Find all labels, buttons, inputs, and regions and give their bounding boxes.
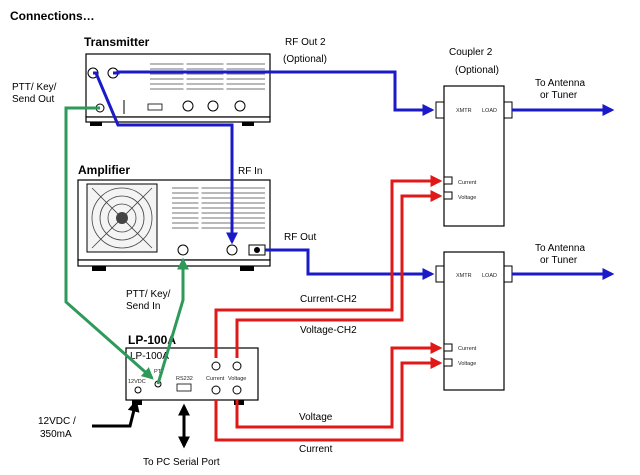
coupler-top-xmtr-label: XMTR (456, 108, 472, 114)
coupler-bottom-xmtr-label: XMTR (456, 273, 472, 279)
label-antenna-top: To Antenna (535, 78, 585, 89)
lp100a-ptt-label: PTT (154, 369, 165, 375)
amplifier-rf-in-jack (226, 244, 238, 256)
transmitter-knob-3 (234, 100, 246, 112)
amplifier-vents (172, 186, 265, 230)
label-current: Current (299, 444, 333, 455)
amplifier-foot-right (240, 266, 254, 271)
transmitter-knob-2 (207, 100, 219, 112)
coupler-top-load-connector (503, 101, 513, 119)
lp100a-current-ch2-jack (211, 361, 221, 371)
lp100a-dc-jack (134, 386, 142, 394)
cable-current (214, 357, 443, 442)
coupler-top-body (443, 85, 505, 227)
cable-current-ch2 (214, 175, 443, 358)
lp100a-voltage-ch2-jack (232, 361, 242, 371)
label-ptt-out-2: Send Out (12, 94, 54, 105)
cable-amp-rf-out (265, 248, 435, 280)
coupler-top-xmtr-connector (435, 101, 445, 119)
ptt-cables (64, 106, 189, 385)
cable-rf-out2 (113, 70, 435, 116)
coupler-bottom-current-jack (443, 343, 453, 352)
label-rf-out: RF Out (284, 232, 316, 243)
lp100a-current-label: Current (206, 376, 225, 382)
coupler-bottom-xmtr-connector (435, 265, 445, 283)
lp100a-panel-label: LP-100A (130, 351, 169, 362)
cable-ptt-in (156, 257, 189, 385)
label-voltage-ch2: Voltage-CH2 (300, 325, 357, 336)
lp100a-current-jack (211, 385, 221, 395)
label-rf-in: RF In (238, 166, 262, 177)
label-coupler2-optional: (Optional) (455, 65, 499, 76)
label-rf-out2: RF Out 2 (285, 37, 326, 48)
label-antenna-bottom: To Antenna (535, 243, 585, 254)
cable-ptt-out (64, 106, 154, 380)
label-voltage: Voltage (299, 412, 333, 423)
lp100a-dc-label: 12VDC (128, 379, 146, 385)
coupler-top-current-label: Current (458, 180, 477, 186)
transmitter-vents (150, 62, 265, 92)
transmitter-foot-right (242, 122, 254, 126)
coupler-bottom-current-label: Current (458, 346, 477, 352)
cable-power (92, 399, 140, 428)
coupler-bottom-load-connector (503, 265, 513, 283)
amplifier-ptt-jack (177, 244, 189, 256)
label-serial: To PC Serial Port (143, 457, 220, 468)
sense-cables (214, 175, 443, 442)
lp100a-voltage-label: Voltage (228, 376, 246, 382)
label-power-2: 350mA (40, 429, 72, 440)
transmitter: Transmitter (84, 35, 271, 126)
label-ptt-out: PTT/ Key/ (12, 82, 57, 93)
rf-cables (93, 70, 615, 280)
cable-voltage-ch2 (235, 190, 443, 358)
cable-rf-to-amp (93, 71, 238, 245)
amplifier-label: Amplifier (78, 163, 130, 177)
coupler-top-current-jack (443, 176, 453, 185)
label-antenna-top-2: or Tuner (540, 90, 578, 101)
fan-grille (86, 183, 158, 253)
transmitter-base (85, 116, 271, 123)
lp100a-voltage-jack (232, 385, 242, 395)
coupler-bottom-body (443, 251, 505, 391)
lp100a-rs232-label: RS232 (176, 376, 193, 382)
label-rf-out2-optional: (Optional) (283, 54, 327, 65)
coupler-top-voltage-label: Voltage (458, 195, 476, 201)
coupler-top-load-label: LOAD (482, 108, 497, 114)
lp100a-foot-right (234, 400, 244, 405)
coupler-bottom-voltage-jack (443, 358, 453, 367)
lp100a-label: LP-100A (128, 333, 176, 347)
label-ptt-in: PTT/ Key/ (126, 289, 171, 300)
amplifier-foot-left (92, 266, 106, 271)
label-coupler2: Coupler 2 (449, 47, 493, 58)
coupler-bottom-voltage-label: Voltage (458, 361, 476, 367)
transmitter-serial-port (147, 103, 163, 111)
cable-voltage (235, 342, 443, 429)
coupler-top-voltage-jack (443, 191, 453, 200)
transmitter-foot-left (90, 122, 102, 126)
transmitter-knob-1 (182, 100, 194, 112)
lp100a-rs232-port (176, 383, 192, 392)
coupler-top: XMTR LOAD Current Voltage (435, 85, 513, 227)
label-ptt-in-2: Send In (126, 301, 160, 312)
amplifier: Amplifier (77, 163, 271, 271)
transmitter-label: Transmitter (84, 35, 150, 49)
black-cables (92, 399, 190, 449)
coupler-bottom-load-label: LOAD (482, 273, 497, 279)
label-current-ch2: Current-CH2 (300, 294, 357, 305)
label-power: 12VDC / (38, 416, 76, 427)
amplifier-base (77, 259, 271, 267)
coupler-bottom: XMTR LOAD Current Voltage (435, 251, 513, 391)
page-title: Connections… (10, 9, 95, 23)
label-antenna-bottom-2: or Tuner (540, 255, 578, 266)
